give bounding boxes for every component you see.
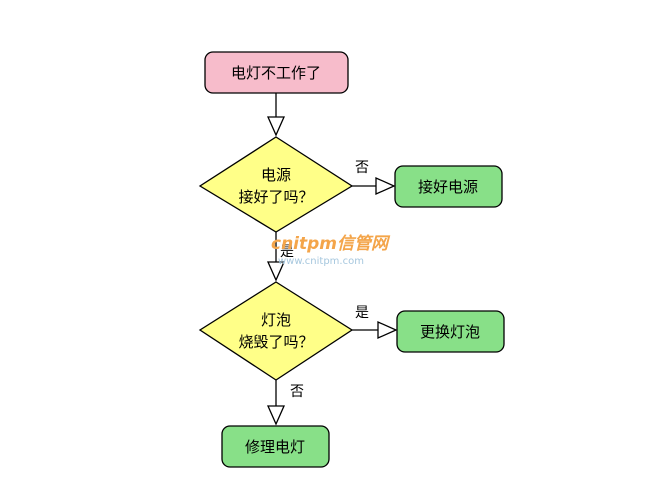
end-node-label: 修理电灯 xyxy=(245,438,305,456)
edge-label-d1-yes: 是 xyxy=(280,244,294,260)
action1-label: 接好电源 xyxy=(418,178,478,196)
arrowhead xyxy=(266,405,286,426)
decision1-node: 电源 接好了吗？ xyxy=(198,136,354,233)
decision2-label-line2: 烧毁了吗？ xyxy=(238,333,313,351)
watermark-url: www.cnitpm.com xyxy=(278,256,364,267)
decision1-diamond xyxy=(198,136,354,233)
edge-decision1-to-decision2 xyxy=(266,232,286,282)
decision1-label-line2: 接好了吗？ xyxy=(238,188,313,206)
decision1-label-line1: 电源 xyxy=(261,166,291,184)
arrowhead xyxy=(377,320,398,340)
action1-box xyxy=(394,165,503,208)
start-node-label: 电灯不工作了 xyxy=(231,64,321,82)
decision2-node: 灯泡 烧毁了吗？ xyxy=(198,281,354,381)
arrowhead xyxy=(375,176,396,196)
action2-label: 更换灯泡 xyxy=(420,323,480,341)
edge-decision1-to-action1 xyxy=(352,176,396,196)
end-node: 修理电灯 xyxy=(221,425,330,468)
arrowhead xyxy=(266,116,286,137)
watermark: cnitpm信管网 www.cnitpm.com xyxy=(271,234,391,267)
watermark-brand: cnitpm信管网 xyxy=(271,234,391,254)
edge-start-to-decision1 xyxy=(266,93,286,137)
edge-decision2-to-action2 xyxy=(352,320,398,340)
start-node: 电灯不工作了 xyxy=(204,51,349,94)
decision2-label-line1: 灯泡 xyxy=(261,311,291,329)
start-node-box xyxy=(204,51,349,94)
action1-node: 接好电源 xyxy=(394,165,503,208)
action2-node: 更换灯泡 xyxy=(396,310,505,353)
edge-decision2-to-end xyxy=(266,380,286,426)
action2-box xyxy=(396,310,505,353)
edge-label-d1-no: 否 xyxy=(355,160,369,176)
edge-label-d2-yes: 是 xyxy=(355,305,369,321)
end-node-box xyxy=(221,425,330,468)
decision2-diamond xyxy=(198,281,354,381)
arrowhead xyxy=(266,261,286,282)
edge-label-d2-no: 否 xyxy=(290,384,304,400)
